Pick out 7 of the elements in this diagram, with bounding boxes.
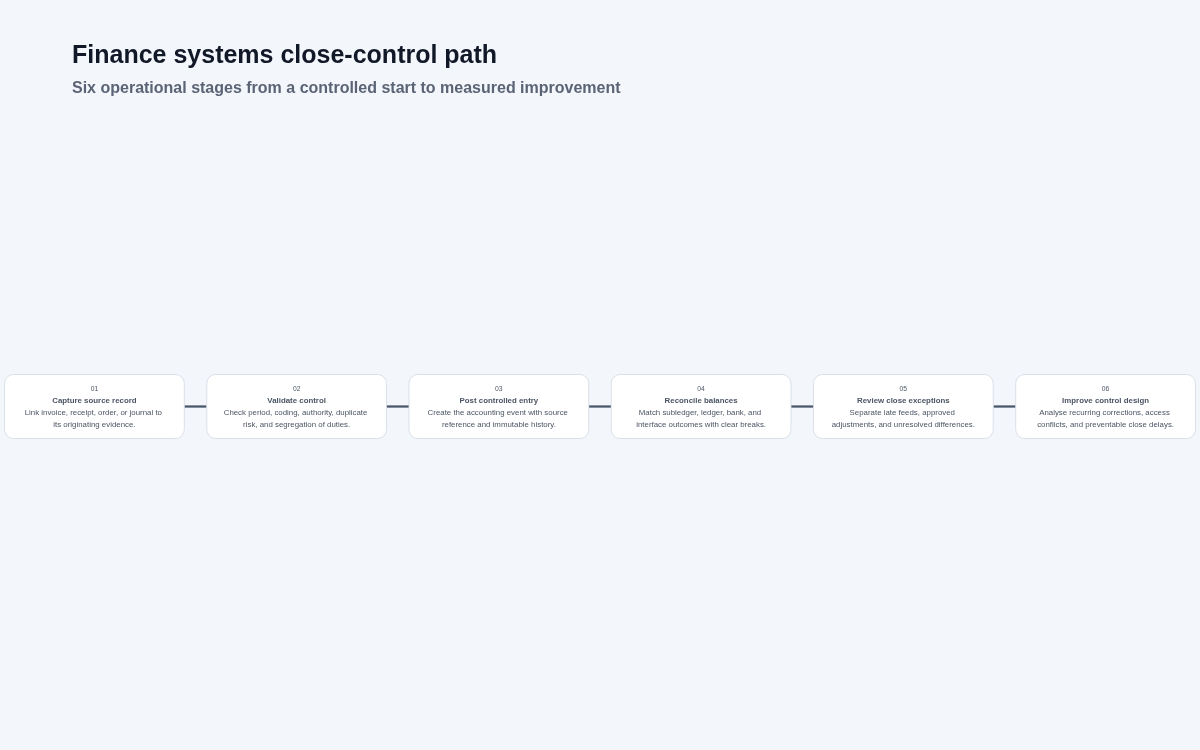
connector xyxy=(791,405,814,409)
connector xyxy=(993,405,1016,409)
connector xyxy=(184,405,207,409)
connector xyxy=(588,405,612,409)
title: Finance systems close-control path xyxy=(72,40,498,69)
connector xyxy=(386,405,409,409)
caption: Six operational stages from a controlled start to measured improvement xyxy=(72,79,621,97)
